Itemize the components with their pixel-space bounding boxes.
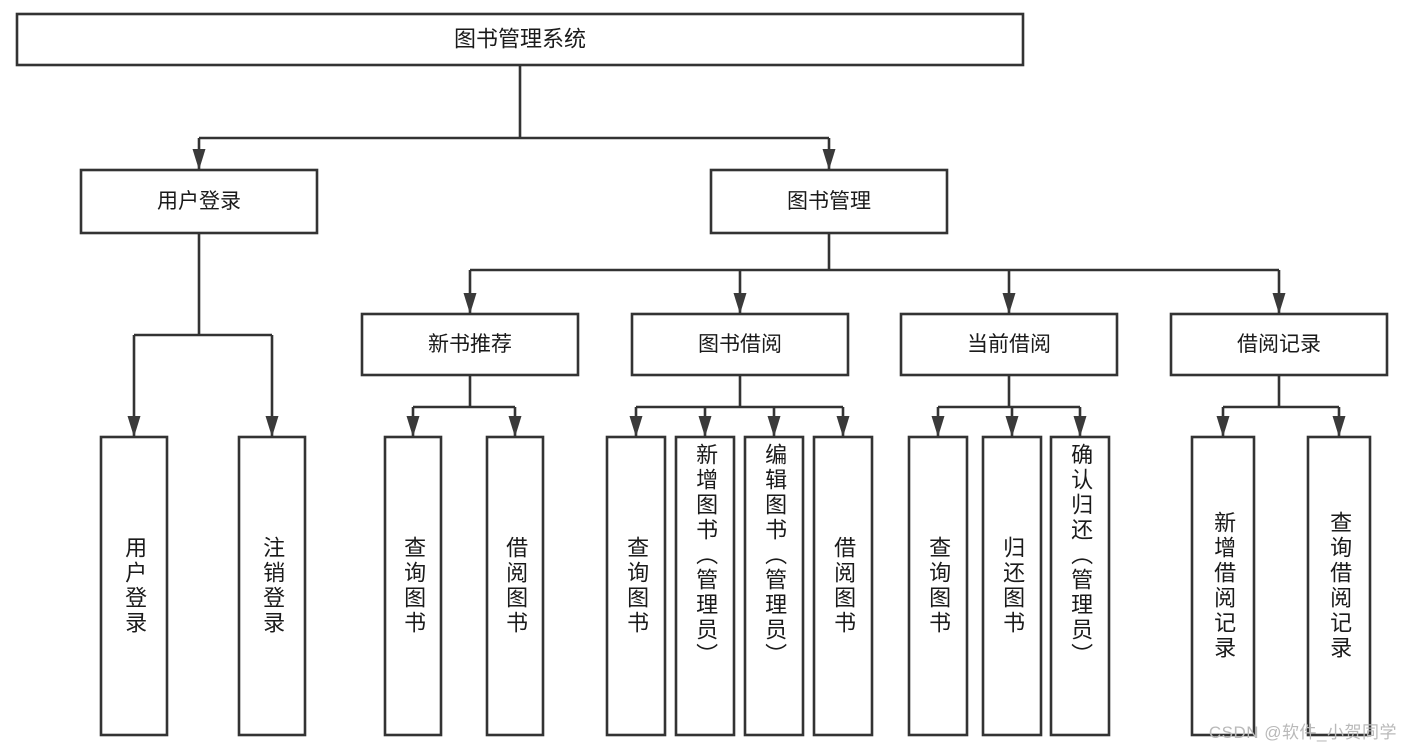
arrow-head-icon xyxy=(508,416,522,437)
arrow-head-icon xyxy=(1332,416,1346,437)
node-box-level1-1[interactable] xyxy=(709,168,949,235)
node-box-leaf-6[interactable] xyxy=(743,435,805,737)
node-box-level2-0[interactable] xyxy=(360,312,580,377)
arrow-head-icon xyxy=(1216,416,1230,437)
arrow-head-icon xyxy=(836,416,850,437)
csdn-watermark: CSDN @软件_小贺同学 xyxy=(1208,723,1397,742)
node-label-level1-1: 图书管理 xyxy=(787,190,871,213)
arrow-head-icon xyxy=(127,416,141,437)
node-box-level2-3[interactable] xyxy=(1169,312,1389,377)
node-label-level2-3: 借阅记录 xyxy=(1237,333,1321,356)
node-label-root: 图书管理系统 xyxy=(454,26,586,51)
node-label-level2-2: 当前借阅 xyxy=(967,333,1051,356)
node-box-leaf-4[interactable] xyxy=(605,435,667,737)
node-box-leaf-7[interactable] xyxy=(812,435,874,737)
node-box-layer xyxy=(15,12,1389,737)
node-box-level1-0[interactable] xyxy=(79,168,319,235)
arrow-head-icon xyxy=(1005,416,1019,437)
node-box-leaf-12[interactable] xyxy=(1306,435,1372,737)
node-label-level1-0: 用户登录 xyxy=(157,190,241,213)
node-box-leaf-11[interactable] xyxy=(1190,435,1256,737)
node-box-level2-2[interactable] xyxy=(899,312,1119,377)
node-box-leaf-3[interactable] xyxy=(485,435,545,737)
node-box-level2-1[interactable] xyxy=(630,312,850,377)
arrow-head-icon xyxy=(406,416,420,437)
node-box-leaf-0[interactable] xyxy=(99,435,169,737)
arrow-head-icon xyxy=(931,416,945,437)
connector-layer xyxy=(127,65,1346,437)
arrow-head-icon xyxy=(192,149,206,170)
arrow-head-icon xyxy=(1002,293,1016,314)
node-label-level2-0: 新书推荐 xyxy=(428,333,512,356)
node-label-level2-1: 图书借阅 xyxy=(698,333,782,356)
arrow-head-icon xyxy=(1073,416,1087,437)
arrow-head-icon xyxy=(767,416,781,437)
arrow-head-icon xyxy=(733,293,747,314)
arrow-head-icon xyxy=(698,416,712,437)
arrow-head-icon xyxy=(629,416,643,437)
arrow-head-icon xyxy=(265,416,279,437)
node-box-leaf-8[interactable] xyxy=(907,435,969,737)
node-box-leaf-10[interactable] xyxy=(1049,435,1111,737)
node-box-leaf-9[interactable] xyxy=(981,435,1043,737)
arrow-head-icon xyxy=(463,293,477,314)
arrow-head-icon xyxy=(1272,293,1286,314)
node-box-leaf-2[interactable] xyxy=(383,435,443,737)
node-box-leaf-1[interactable] xyxy=(237,435,307,737)
arrow-head-icon xyxy=(822,149,836,170)
node-box-leaf-5[interactable] xyxy=(674,435,736,737)
node-box-root[interactable] xyxy=(15,12,1025,67)
